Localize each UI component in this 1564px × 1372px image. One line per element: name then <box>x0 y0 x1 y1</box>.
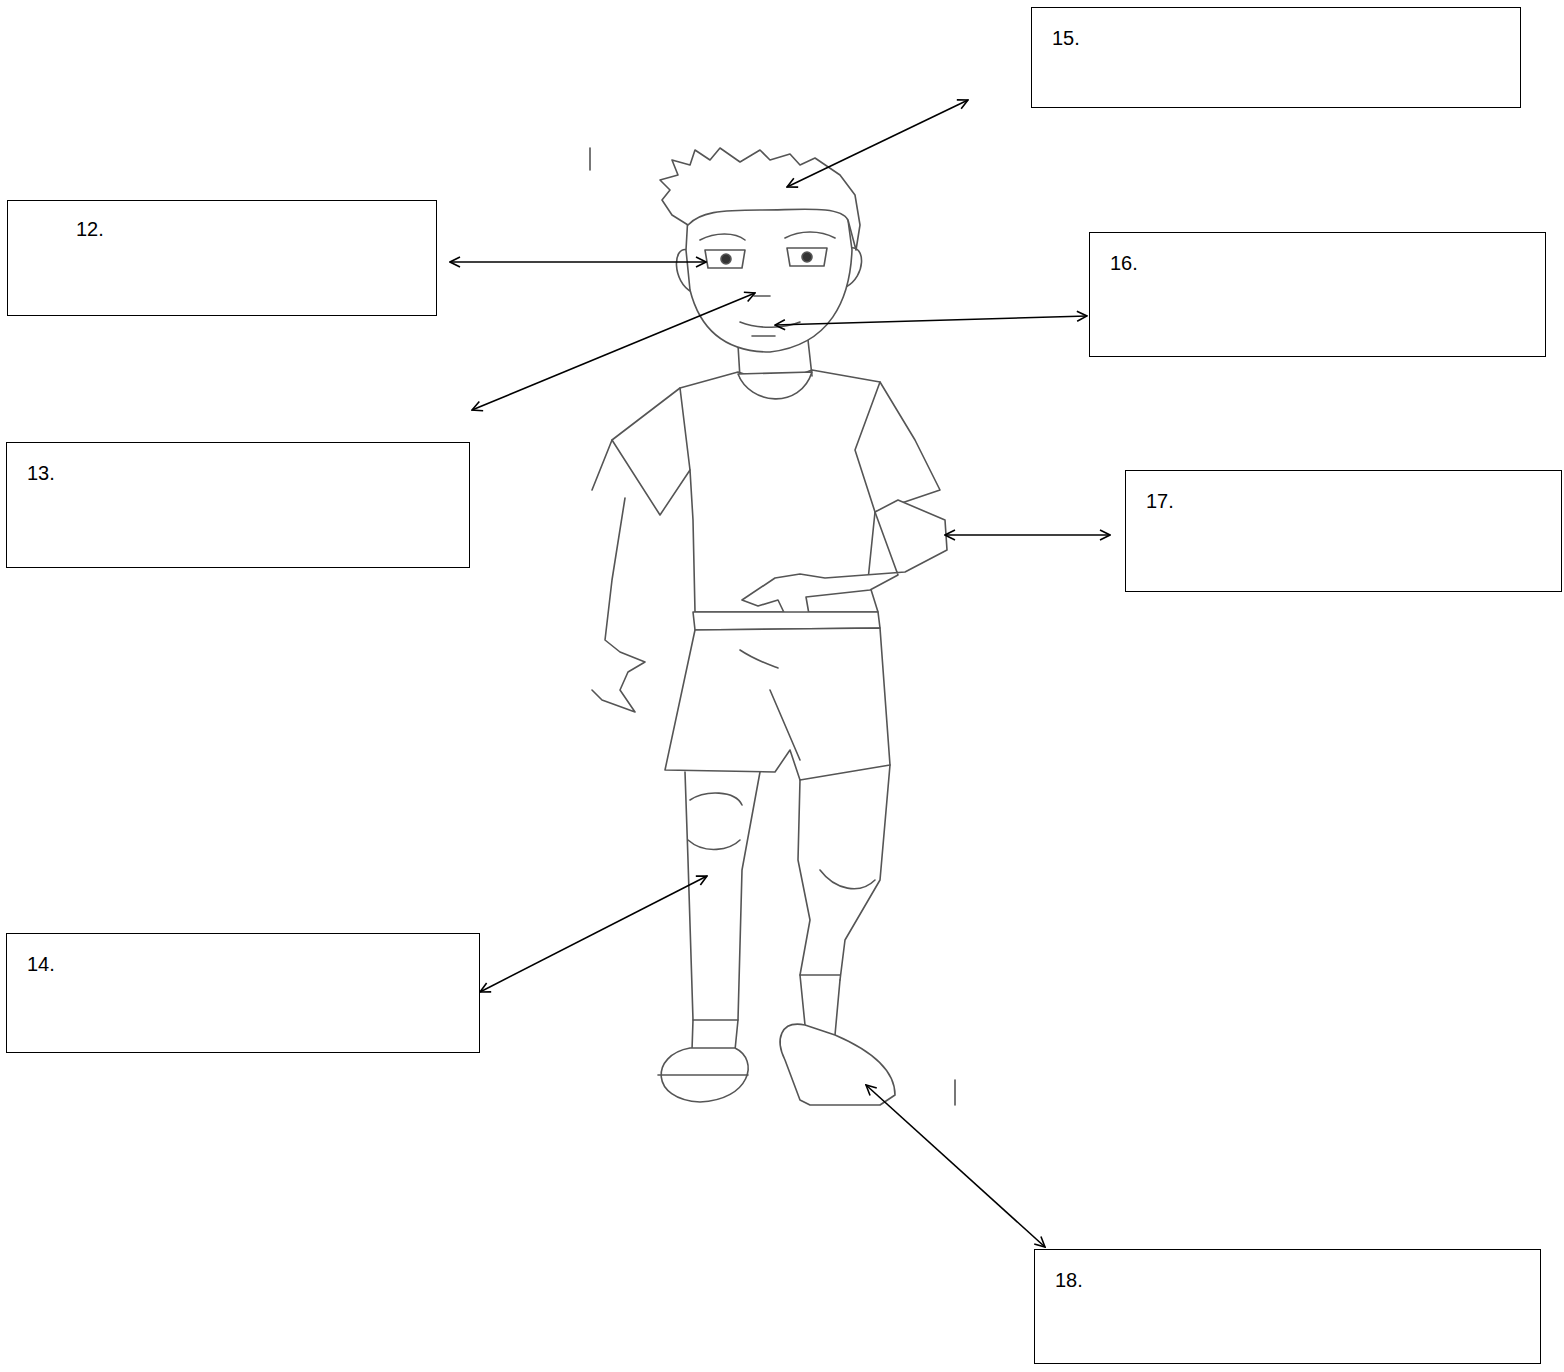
right-leg <box>798 765 890 980</box>
leader-arrow <box>787 100 968 187</box>
collar <box>738 372 812 399</box>
pupil <box>721 254 731 264</box>
waistband <box>693 612 880 630</box>
label-box: 12. <box>7 200 437 316</box>
tick-mark <box>589 148 591 170</box>
label-box: 14. <box>6 933 480 1053</box>
leader-arrow <box>480 876 707 992</box>
callout-number: 18. <box>1055 1268 1528 1292</box>
callout-number: 16. <box>1110 251 1533 275</box>
hair <box>660 148 860 250</box>
shoe-line <box>658 1074 748 1076</box>
sock <box>692 1020 738 1050</box>
label-box: 13. <box>6 442 470 568</box>
label-box: 16. <box>1089 232 1546 357</box>
leader-arrow <box>945 534 1110 536</box>
callout-number: 17. <box>1146 489 1549 513</box>
right-arm <box>742 500 947 625</box>
shoe <box>780 1024 895 1105</box>
left-leg <box>685 772 760 1020</box>
callout-number: 12. <box>76 217 424 241</box>
face <box>686 195 852 352</box>
leader-arrow <box>450 261 706 263</box>
leader-arrow <box>866 1085 1045 1247</box>
label-box: 17. <box>1125 470 1562 592</box>
eye <box>705 248 827 268</box>
callout-number: 15. <box>1052 26 1508 50</box>
shorts-fold <box>740 650 800 760</box>
pupil <box>802 252 812 262</box>
leader-arrow <box>775 316 1087 325</box>
nose <box>754 295 770 297</box>
sleeve-line <box>680 382 880 512</box>
shorts <box>665 628 890 780</box>
knee <box>820 870 875 889</box>
leader-arrow <box>472 293 755 410</box>
left-arm <box>592 440 645 712</box>
eyebrow <box>700 232 835 240</box>
callout-number: 13. <box>27 461 457 485</box>
tick-mark <box>954 1080 956 1105</box>
callout-number: 14. <box>27 952 467 976</box>
label-box: 18. <box>1034 1249 1541 1364</box>
label-box: 15. <box>1031 7 1521 108</box>
knee <box>688 793 742 849</box>
